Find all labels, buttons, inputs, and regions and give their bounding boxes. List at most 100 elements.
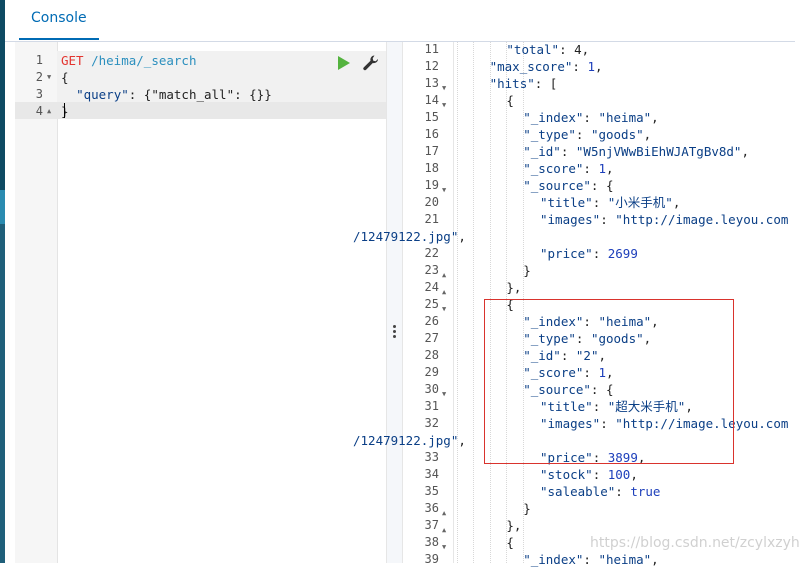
code-text: "price": 2699 (540, 245, 638, 262)
json-str: "超大米手机" (607, 399, 686, 414)
response-viewer[interactable]: 11"total": 4,12"max_score": 1,13▼"hits":… (353, 41, 795, 567)
json-punc: { (506, 297, 514, 312)
line-number: 19 (424, 178, 439, 192)
json-key: "_type" (523, 331, 576, 346)
json-bool: true (630, 484, 661, 499)
code-text: "images": "http://image.leyou.com (540, 415, 788, 432)
code-text: "_score": 1, (523, 364, 613, 381)
code-text: { (506, 92, 514, 109)
line-number: 28 (424, 348, 439, 362)
json-punc: : (592, 246, 608, 261)
json-key: "_id" (523, 144, 561, 159)
line-number: 39 (424, 552, 439, 566)
code-line: 2▼{ (15, 69, 386, 86)
json-key: "_index" (523, 314, 584, 329)
code-text: "_score": 1, (523, 160, 613, 177)
json-punc: : { (590, 178, 614, 193)
fold-down-icon[interactable]: ▼ (442, 101, 447, 109)
json-num: 2699 (607, 246, 638, 261)
json-str: "W5njVWwBiEhWJATgBv8d" (575, 144, 742, 159)
response-line: 27"_type": "goods", (403, 330, 795, 347)
response-line: /12479122.jpg", (353, 432, 795, 449)
fold-down-icon[interactable]: ▼ (47, 73, 52, 81)
code-text: "_index": "heima", (523, 313, 659, 330)
code-text: "images": "http://image.leyou.com (540, 211, 788, 228)
json-punc: }, (506, 280, 522, 295)
line-number: 1 (35, 53, 43, 67)
fold-down-icon[interactable]: ▼ (442, 305, 447, 313)
json-key: "_score" (523, 161, 584, 176)
code-text: }, (506, 517, 521, 534)
line-number: 16 (424, 127, 439, 141)
json-punc: }, (506, 518, 522, 533)
code-text: { (61, 69, 69, 86)
code-text: "_type": "goods", (523, 126, 651, 143)
json-key: "total" (506, 42, 560, 57)
json-key: "title" (540, 195, 593, 210)
fold-up-icon[interactable]: ▲ (442, 288, 447, 296)
code-line: 4▲} (15, 103, 386, 120)
line-number: 37 (424, 518, 439, 532)
json-punc: , (651, 314, 659, 329)
json-punc: : (592, 195, 608, 210)
drag-handle-icon[interactable] (393, 325, 396, 339)
code-text: "hits": [ (490, 75, 558, 92)
fold-up-icon[interactable]: ▲ (442, 509, 447, 517)
json-punc: : { (590, 382, 614, 397)
response-line: 19▼"_source": { (403, 177, 795, 194)
response-line: 26"_index": "heima", (403, 313, 795, 330)
json-key: "query" (76, 87, 129, 102)
code-text: } (523, 500, 531, 517)
json-punc: , (637, 450, 646, 465)
code-text: { (506, 534, 514, 551)
fold-down-icon[interactable]: ▼ (442, 543, 447, 551)
json-punc: : (592, 450, 608, 465)
response-line: 33"price": 3899, (403, 449, 795, 466)
json-num: 1 (587, 59, 595, 74)
json-str: "小米手机" (607, 195, 673, 210)
json-punc: , (651, 110, 659, 125)
wrench-icon[interactable] (362, 54, 380, 72)
json-key: "_source" (523, 382, 591, 397)
json-key: "_index" (523, 110, 584, 125)
fold-down-icon[interactable]: ▼ (442, 390, 447, 398)
json-punc: : (560, 144, 576, 159)
json-num: 3899 (607, 450, 638, 465)
tab-console[interactable]: Console (19, 0, 99, 40)
json-key: "_score" (523, 365, 584, 380)
json-key: "saleable" (540, 484, 616, 499)
indent-guide (523, 42, 524, 563)
line-number: 4 (35, 104, 43, 118)
json-punc: , (685, 399, 693, 414)
play-icon[interactable] (338, 56, 350, 70)
json-brace: { (61, 70, 69, 85)
response-line: 11"total": 4, (403, 41, 795, 58)
line-number: 34 (424, 467, 439, 481)
code-text: "_id": "2", (523, 347, 606, 364)
fold-up-icon[interactable]: ▲ (442, 271, 447, 279)
json-punc: , (606, 161, 614, 176)
json-punc: : (600, 212, 616, 227)
json-str: "goods" (590, 127, 644, 142)
json-key: "hits" (489, 76, 535, 91)
code-text: "_id": "W5njVWwBiEhWJATgBv8d", (523, 143, 749, 160)
response-line: 14▼ { (403, 92, 795, 109)
response-line: 24▲}, (403, 279, 795, 296)
code-text: } (523, 262, 531, 279)
code-text: { (506, 296, 514, 313)
fold-down-icon[interactable]: ▼ (442, 84, 447, 92)
pane-resizer[interactable] (386, 42, 403, 563)
watermark: https://blog.csdn.net/zcylxzyh (590, 535, 800, 551)
json-punc: , (643, 331, 652, 346)
fold-up-icon[interactable]: ▲ (47, 107, 52, 115)
fold-down-icon[interactable]: ▼ (442, 186, 447, 194)
fold-up-icon[interactable]: ▲ (442, 526, 447, 534)
json-punc: : (575, 127, 591, 142)
json-punc: , (458, 229, 466, 244)
line-number: 20 (424, 195, 439, 209)
line-number: 12 (424, 59, 439, 73)
json-punc: : (592, 467, 608, 482)
line-number: 14 (424, 93, 439, 107)
wrapped-text: /12479122.jpg", (353, 228, 466, 245)
